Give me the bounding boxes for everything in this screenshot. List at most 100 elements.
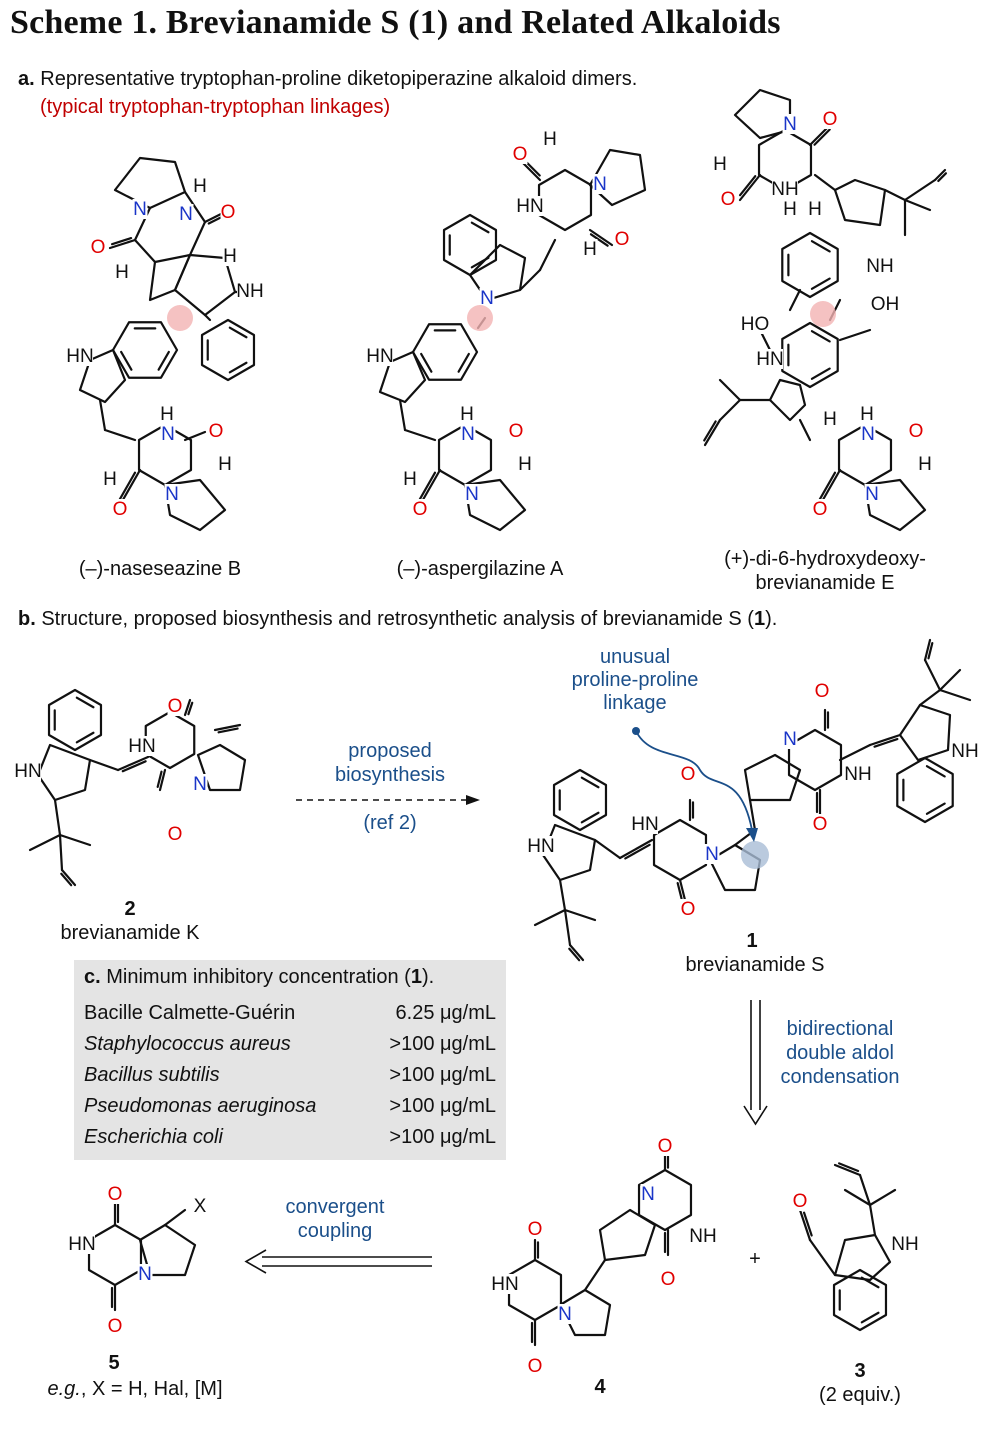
bond (810, 367, 831, 380)
bond (918, 688, 942, 707)
retro-label-3: condensation (780, 1066, 900, 1088)
bond (53, 798, 62, 837)
mic-table: c. Minimum inhibitory concentration (1).… (74, 960, 506, 1160)
atom-label: HN (128, 736, 155, 757)
bond (580, 811, 600, 824)
bond (157, 350, 170, 371)
bond (411, 323, 479, 381)
atom-label-bg (712, 154, 728, 174)
atom-label-bg (812, 814, 828, 834)
atom-label: HN (756, 349, 783, 370)
bond (110, 237, 133, 246)
bond (108, 238, 137, 250)
atom-label: N (179, 204, 193, 225)
atom-label: H (543, 129, 557, 150)
atom-label: HN (366, 346, 393, 367)
bond (148, 253, 192, 302)
bond (903, 178, 937, 202)
bond (748, 798, 757, 832)
bond (580, 776, 600, 789)
bond (937, 172, 948, 183)
retro-label-1: bidirectional (786, 1018, 894, 1040)
annotation-arrow-head (746, 828, 758, 842)
bond (75, 731, 95, 744)
atom-label-bg (782, 729, 798, 749)
atom-label-bg (720, 189, 736, 209)
atom-label-bg (822, 409, 838, 429)
bond (420, 352, 433, 373)
atom-label: H (160, 404, 174, 425)
retro-arrow-head (244, 1249, 267, 1274)
bond (923, 658, 942, 692)
mic-row: Bacillus subtilis>100 μg/mL (84, 1064, 496, 1086)
bond (98, 398, 107, 432)
atom-label-bg (208, 421, 224, 441)
bond (213, 723, 242, 732)
atom-label-bg (814, 681, 830, 701)
bond (938, 668, 962, 692)
bond (624, 843, 651, 860)
atom-label: N (480, 288, 494, 309)
atom-label-bg (67, 346, 93, 366)
atom-label-bg (517, 454, 533, 474)
bond (58, 833, 64, 872)
bond (743, 753, 802, 802)
atom-label: NH (689, 1226, 716, 1247)
atom-label-bg (864, 484, 880, 504)
bond (768, 378, 807, 422)
bond (558, 1288, 612, 1337)
annotation-line-3: linkage (603, 692, 667, 714)
atom-label-bg (528, 836, 554, 856)
retro-label-2: double aldol (786, 1042, 894, 1064)
compound-2-name: brevianamide K (60, 922, 200, 944)
compound-dihydroxy-label-2: brevianamide E (755, 572, 895, 594)
atom-label: N (165, 484, 179, 505)
bond (133, 190, 207, 264)
bond (228, 326, 248, 339)
atom-label-bg (517, 196, 543, 216)
bond (676, 882, 683, 900)
atom-label-bg (822, 109, 838, 129)
retro-arrow-head (743, 1105, 768, 1126)
atom-label: N (705, 844, 719, 865)
arrow-label-3: (ref 2) (363, 812, 417, 834)
section-a-heading: a. Representative tryptophan-proline dik… (18, 68, 638, 90)
atom-label: HN (14, 761, 41, 782)
atom-label-bg (222, 246, 238, 266)
bond (883, 188, 907, 202)
atom-label-bg (512, 144, 528, 164)
bond (470, 221, 490, 234)
bond (468, 243, 527, 302)
bond (60, 872, 73, 887)
atom-label: H (808, 199, 822, 220)
mic-title: c. Minimum inhibitory concentration (1). (84, 966, 435, 988)
atom-label-bg (159, 404, 175, 424)
atom-label-bg (772, 179, 798, 199)
bond (863, 478, 927, 532)
annotation-line-2: proline-proline (571, 669, 699, 691)
bond (568, 947, 581, 962)
atom-label-bg (680, 764, 696, 784)
bond (708, 843, 762, 892)
bond (103, 428, 137, 442)
atom-label-bg (680, 899, 696, 919)
atom-label: H (823, 409, 837, 430)
atom-label: N (193, 774, 207, 795)
compound-2-number: 2 (124, 898, 136, 920)
compound-naseseazine-b-label: (–)-naseseazine B (78, 558, 242, 580)
bond (810, 277, 831, 290)
bond (378, 350, 427, 404)
atom-label: O (528, 1356, 543, 1377)
atom-label: O (793, 1191, 808, 1212)
atom-label: H (860, 404, 874, 425)
atom-label-bg (742, 314, 768, 334)
atom-label: O (221, 202, 236, 223)
bond (442, 213, 498, 277)
bond (925, 765, 946, 778)
atom-label: HN (631, 814, 658, 835)
bond (598, 1208, 657, 1262)
atom-label-bg (192, 1196, 208, 1216)
compound-5-note: e.g., X = H, Hal, [M] (47, 1378, 223, 1400)
atom-label: OH (871, 294, 900, 315)
